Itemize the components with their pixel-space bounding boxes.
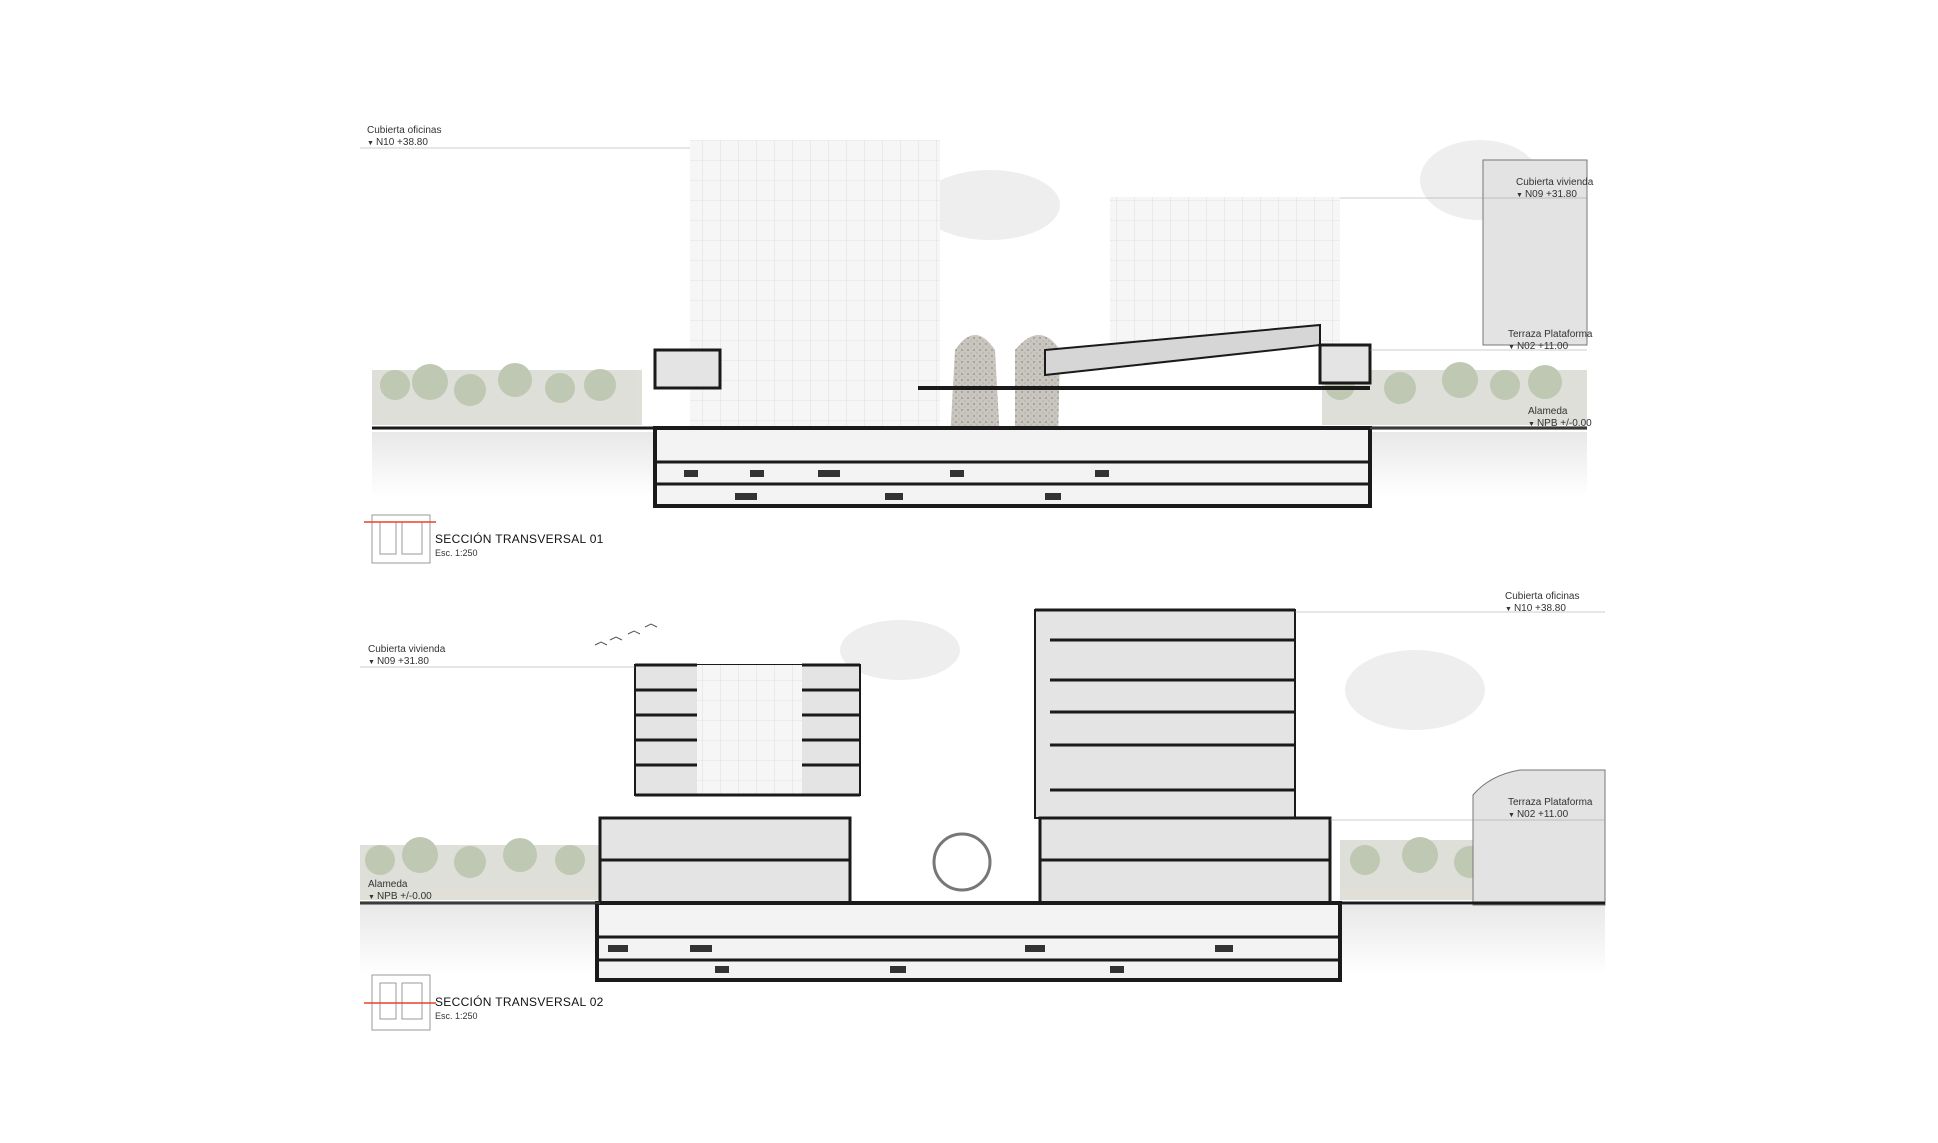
level-label: Cubierta vivienda ▼N09 +31.80	[368, 644, 445, 669]
housing-tower	[1110, 197, 1340, 347]
level-label: Terraza Plataforma ▼N02 +11.00	[1508, 797, 1592, 822]
level-name: Terraza Plataforma	[1508, 329, 1593, 340]
level-name: Cubierta vivienda	[1516, 177, 1594, 188]
level-name: Cubierta oficinas	[1505, 591, 1580, 602]
section-02	[360, 608, 1606, 1031]
level-value: N09 +31.80	[376, 656, 429, 667]
curved-block	[1472, 769, 1606, 906]
trees-left	[360, 837, 600, 900]
key-plan-01	[364, 514, 436, 564]
level-value: NPB +/-0.00	[1536, 418, 1592, 429]
cars	[608, 945, 1233, 973]
cloud	[840, 620, 960, 680]
level-name: Alameda	[368, 879, 408, 890]
level-marker-icon: ▼	[1508, 812, 1515, 819]
level-label: Alameda ▼NPB +/-0.00	[1528, 406, 1592, 431]
level-marker-icon: ▼	[1505, 606, 1512, 613]
level-marker-icon: ▼	[1508, 344, 1515, 351]
level-marker-icon: ▼	[1528, 421, 1535, 428]
level-label: Cubierta oficinas ▼N10 +38.80	[367, 125, 441, 150]
housing-atrium	[697, 665, 802, 795]
section-01	[360, 140, 1588, 564]
level-value: N02 +11.00	[1516, 341, 1569, 352]
section-title: SECCIÓN TRANSVERSAL 02	[435, 995, 604, 1009]
cars	[684, 470, 1109, 500]
level-marker-icon: ▼	[1516, 192, 1523, 199]
level-value: N10 +38.80	[375, 137, 428, 148]
parking-02	[595, 901, 1342, 982]
platform-left	[653, 348, 722, 390]
level-name: Cubierta oficinas	[367, 125, 442, 136]
level-marker-icon: ▼	[368, 659, 375, 666]
section-scale: Esc. 1:250	[435, 1011, 478, 1021]
level-value: NPB +/-0.00	[376, 891, 432, 902]
level-label: Terraza Plataforma ▼N02 +11.00	[1508, 329, 1592, 354]
garden-ring	[932, 832, 992, 892]
trees-left	[372, 363, 642, 425]
cloud	[1345, 650, 1485, 730]
birds	[594, 623, 658, 646]
office-tower	[690, 140, 940, 460]
level-name: Alameda	[1528, 406, 1568, 417]
platform-right	[1318, 343, 1372, 385]
parking-01	[653, 426, 1372, 508]
level-marker-icon: ▼	[368, 894, 375, 901]
section-scale: Esc. 1:250	[435, 548, 478, 558]
level-value: N10 +38.80	[1513, 603, 1566, 614]
level-marker-icon: ▼	[367, 140, 374, 147]
cloud	[920, 170, 1060, 240]
key-plan-02	[364, 974, 436, 1031]
level-value: N09 +31.80	[1524, 189, 1577, 200]
level-label: Cubierta oficinas ▼N10 +38.80	[1505, 591, 1579, 616]
level-label: Cubierta vivienda ▼N09 +31.80	[1516, 177, 1593, 202]
level-value: N02 +11.00	[1516, 809, 1569, 820]
grey-block	[1482, 159, 1588, 346]
level-name: Cubierta vivienda	[368, 644, 446, 655]
level-name: Terraza Plataforma	[1508, 797, 1593, 808]
section-title: SECCIÓN TRANSVERSAL 01	[435, 532, 604, 546]
level-label: Alameda ▼NPB +/-0.00	[368, 879, 432, 904]
